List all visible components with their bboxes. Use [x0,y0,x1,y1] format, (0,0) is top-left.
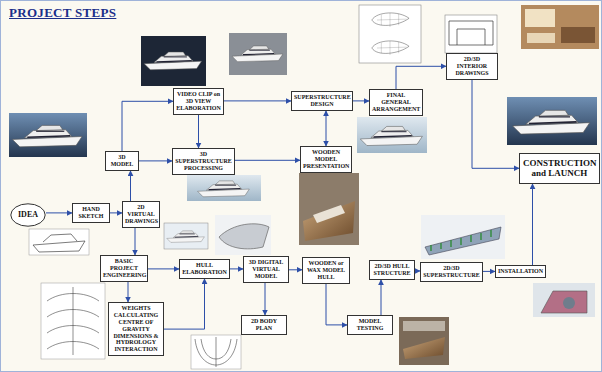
box-label: BASIC PROJECT ENGINEERING [103,258,145,279]
process-box: 3D DIGITAL VIRTUAL MODEL [243,256,289,283]
flow-arrow [139,160,172,161]
box-label: FINAL GENERAL ARRANGEMENT [372,92,420,113]
flow-arrow [326,111,327,146]
process-box: INSTALLATION [495,265,546,278]
process-box: 2D/3D INTERIOR DRAWINGS [446,53,498,80]
virtual-drawing-render [164,223,208,249]
yacht-photo [507,97,597,145]
box-label: CONSTRUCTION and LAUNCH [523,158,596,179]
flow-arrow [198,115,199,148]
yacht-photo [9,113,87,157]
box-label: SUPERSTRUCTURE DESIGN [294,94,350,108]
process-box: FINAL GENERAL ARRANGEMENT [369,89,423,116]
flow-arrow [122,101,173,151]
model-testing-photo [399,317,449,365]
flow-arrow [472,80,519,169]
box-label: MODEL TESTING [350,318,390,332]
flow-arrow [532,184,533,265]
flow-arrow [224,100,291,101]
flow-arrow [128,282,129,302]
flow-arrow [130,171,131,201]
flow-arrow [148,268,179,269]
lines-drawing [41,283,105,359]
flow-arrow [326,284,347,325]
installation-render [533,283,595,317]
superstructure-render [187,175,261,201]
hand-sketch [29,229,89,255]
box-label: HAND SKETCH [75,206,107,220]
process-box: VIDEO CLIP on 3D VIEW ELABORATION [173,88,224,115]
process-box: CONSTRUCTION and LAUNCH [519,153,600,184]
flow-arrow [483,271,495,272]
start-ellipse: IDEA [10,203,46,227]
hull-render [215,215,271,255]
process-box: WOODEN or WAX MODEL HULL [302,257,350,284]
box-label: WOODEN or WAX MODEL HULL [305,260,347,281]
body-plan-drawing [191,335,241,369]
process-box: 2D BODY PLAN [241,315,287,335]
box-label: IDEA [18,210,38,219]
box-label: HULL ELABORATION [182,262,227,276]
process-box: HULL ELABORATION [179,259,230,279]
box-label: INSTALLATION [498,268,543,275]
box-label: 2D/3D SUPERSTRUCTURE [423,265,480,279]
process-box: 2D/3D HULL STRUCTURE [369,260,415,280]
flow-arrow [396,66,446,89]
yacht-render [229,33,287,75]
flow-arrow [164,279,205,329]
process-box: BASIC PROJECT ENGINEERING [100,255,148,282]
interior-photo [521,5,599,49]
flow-arrow [135,228,136,255]
structure-render [421,215,505,259]
flow-arrow [110,212,122,213]
process-box: 2D VIRTUAL DRAWINGS [122,201,160,228]
box-label: 2D/3D HULL STRUCTURE [372,263,412,277]
box-label: VIDEO CLIP on 3D VIEW ELABORATION [176,91,221,112]
yacht-photo [357,117,427,153]
flow-arrow [289,269,302,270]
process-box: 2D/3D SUPERSTRUCTURE [420,262,483,282]
box-label: 2D VIRTUAL DRAWINGS [125,204,157,225]
flow-arrow [353,100,369,101]
box-label: 3D MODEL [108,154,136,168]
process-box: WOODEN MODEL PRESENTATION [300,146,352,173]
process-box: SUPERSTRUCTURE DESIGN [291,91,353,111]
flow-arrow [235,160,300,161]
yacht-photo [141,36,206,86]
flow-arrow [46,212,72,213]
box-label: 3D SUPERSTRUCTURE PROCESSING [175,151,232,172]
box-label: 3D DIGITAL VIRTUAL MODEL [246,259,286,280]
box-label: WEIGHTS CALCULATING CENTRE OF GRAVITY DI… [111,305,161,353]
process-box: 3D MODEL [105,151,139,171]
flow-arrow [230,268,243,269]
wooden-model-photo [299,173,359,245]
flow-arrow [265,283,266,315]
process-box: WEIGHTS CALCULATING CENTRE OF GRAVITY DI… [108,302,164,356]
box-label: 2D BODY PLAN [244,318,284,332]
diagram-title: PROJECT STEPS [9,5,116,21]
arrangement-drawing [359,5,421,63]
process-box: 3D SUPERSTRUCTURE PROCESSING [172,148,235,175]
interior-drawing [445,15,497,53]
box-label: WOODEN MODEL PRESENTATION [303,149,349,170]
process-box: MODEL TESTING [347,315,393,335]
box-label: 2D/3D INTERIOR DRAWINGS [449,56,495,77]
flow-arrow [381,280,382,315]
process-box: HAND SKETCH [72,203,110,223]
